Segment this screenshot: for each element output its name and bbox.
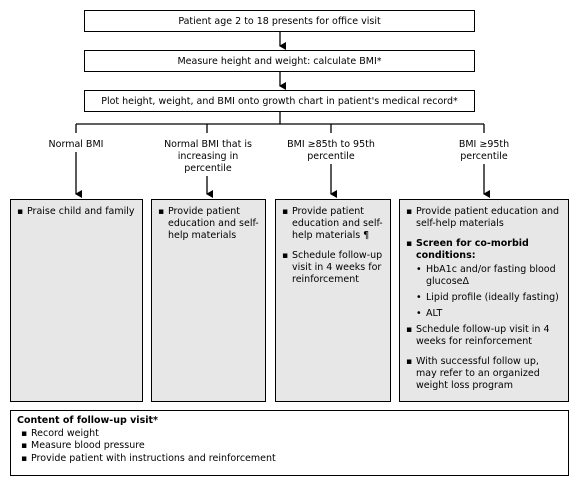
screen-item: ALT [416, 308, 562, 320]
branch1-label: Normal BMI [48, 139, 104, 150]
followup-title: Content of follow-up visit* [17, 415, 158, 426]
followup-item: Measure blood pressure [17, 440, 562, 453]
screen-heading: Screen for co-morbid conditions: [416, 238, 529, 261]
followup-box: Content of follow-up visit* Record weigh… [10, 410, 569, 476]
step1-box: Patient age 2 to 18 presents for office … [84, 10, 475, 32]
list-item: With successful follow up, may refer to … [406, 356, 562, 392]
list-item: Praise child and family [17, 206, 136, 218]
step2-text: Measure height and weight: calculate BMI… [177, 55, 382, 67]
step2-box: Measure height and weight: calculate BMI… [84, 50, 475, 72]
list-item: Screen for co-morbid conditions: HbA1c a… [406, 238, 562, 320]
branch1-actions: Praise child and family [10, 199, 143, 402]
followup-item: Record weight [17, 428, 562, 441]
list-item: Provide patient education and self-help … [282, 206, 384, 242]
list-item: Provide patient education and self-help … [158, 206, 259, 242]
list-item: Provide patient education and self-help … [406, 206, 562, 230]
step3-box: Plot height, weight, and BMI onto growth… [84, 90, 475, 112]
branch4-actions: Provide patient education and self-help … [399, 199, 569, 402]
branch3-label: BMI ≥85th to 95th percentile [287, 139, 375, 162]
screen-item: HbA1c and/or fasting blood glucoseΔ [416, 264, 562, 288]
branch4-label: BMI ≥95th percentile [458, 139, 510, 162]
screen-item: Lipid profile (ideally fasting) [416, 292, 562, 304]
followup-item: Provide patient with instructions and re… [17, 453, 562, 466]
step3-text: Plot height, weight, and BMI onto growth… [101, 95, 458, 107]
branch2-label: Normal BMI that is increasing in percent… [164, 139, 252, 174]
step1-text: Patient age 2 to 18 presents for office … [178, 15, 381, 27]
branch3-actions: Provide patient education and self-help … [275, 199, 391, 402]
list-item: Schedule follow-up visit in 4 weeks for … [282, 250, 384, 286]
list-item: Schedule follow-up visit in 4 weeks for … [406, 324, 562, 348]
branch2-actions: Provide patient education and self-help … [151, 199, 266, 402]
